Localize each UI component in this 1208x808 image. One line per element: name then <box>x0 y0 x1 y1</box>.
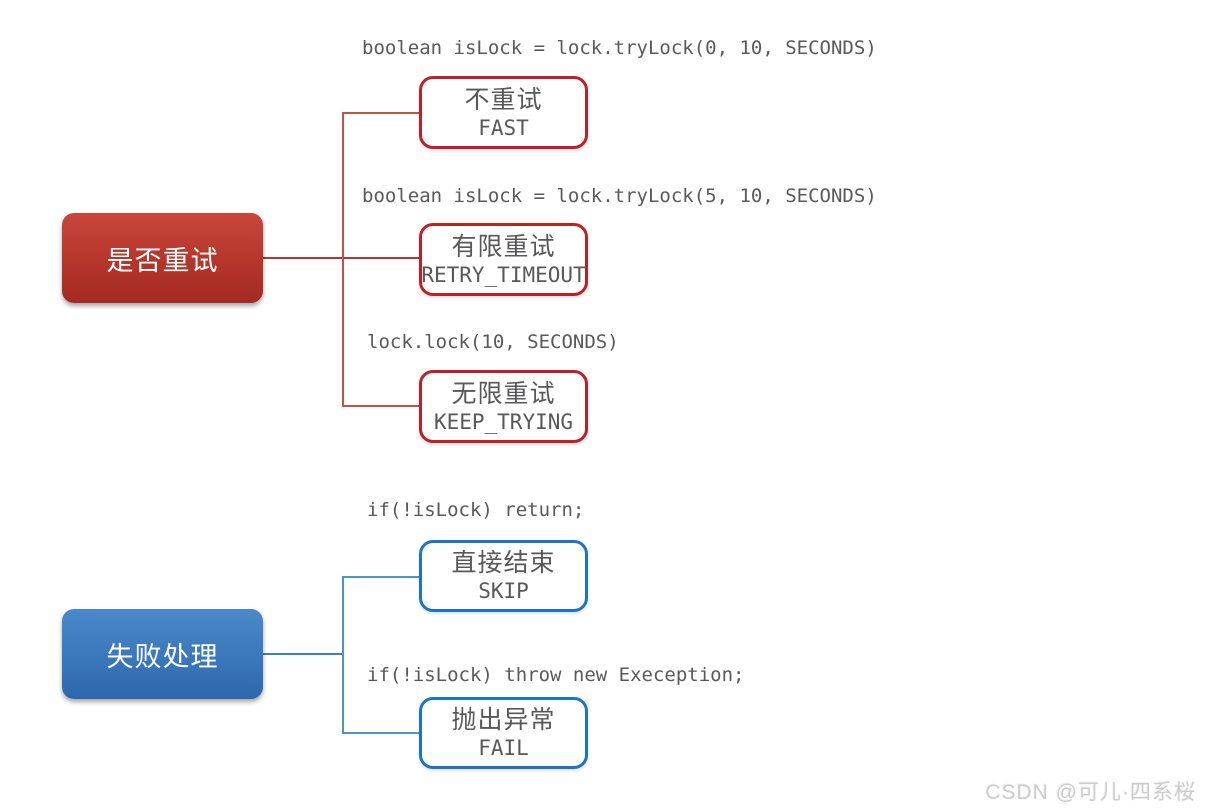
connector-fail-branch-fail <box>342 732 419 734</box>
connector-fail-parent-stub <box>262 653 343 655</box>
node-retry-timeout-label-cn: 有限重试 <box>451 232 556 261</box>
node-keep-trying-label-cn: 无限重试 <box>451 379 556 408</box>
node-keep-trying-label-en: KEEP_TRYING <box>433 409 574 434</box>
node-fast[interactable]: 不重试 FAST <box>419 76 588 149</box>
node-fail-label-en: FAIL <box>478 736 529 760</box>
node-retry-parent-label: 是否重试 <box>106 245 219 276</box>
connector-retry-branch-fast <box>342 112 419 114</box>
code-if-islock-return: if(!isLock) return; <box>367 499 585 521</box>
code-lock-keep-trying: lock.lock(10, SECONDS) <box>367 331 619 353</box>
connector-retry-branch-keep-trying <box>342 405 419 407</box>
code-if-islock-throw: if(!isLock) throw new Exeception; <box>367 664 745 686</box>
node-skip-label-cn: 直接结束 <box>451 549 556 577</box>
node-fast-label-en: FAST <box>478 115 529 140</box>
node-retry-timeout-label-en: RETRY_TIMEOUT <box>421 262 586 287</box>
node-skip-label-en: SKIP <box>478 579 529 603</box>
node-keep-trying[interactable]: 无限重试 KEEP_TRYING <box>419 370 588 443</box>
node-skip[interactable]: 直接结束 SKIP <box>419 540 588 612</box>
connector-fail-branch-skip <box>342 576 419 578</box>
node-fail-parent-label: 失败处理 <box>106 641 219 672</box>
connector-fail-trunk <box>342 576 344 733</box>
node-fail-parent[interactable]: 失败处理 <box>62 609 263 699</box>
connector-retry-parent-stub <box>262 257 420 259</box>
node-retry-parent[interactable]: 是否重试 <box>62 213 263 303</box>
code-trylock-limited-retry: boolean isLock = lock.tryLock(5, 10, SEC… <box>362 185 877 207</box>
connector-retry-trunk <box>342 112 344 406</box>
node-fail-label-cn: 抛出异常 <box>451 706 556 734</box>
csdn-watermark: CSDN @可儿·四系桜 <box>985 781 1196 804</box>
code-trylock-no-retry: boolean isLock = lock.tryLock(0, 10, SEC… <box>362 37 877 59</box>
node-fail[interactable]: 抛出异常 FAIL <box>419 697 588 769</box>
node-retry-timeout[interactable]: 有限重试 RETRY_TIMEOUT <box>419 223 588 296</box>
node-fast-label-cn: 不重试 <box>464 85 543 114</box>
